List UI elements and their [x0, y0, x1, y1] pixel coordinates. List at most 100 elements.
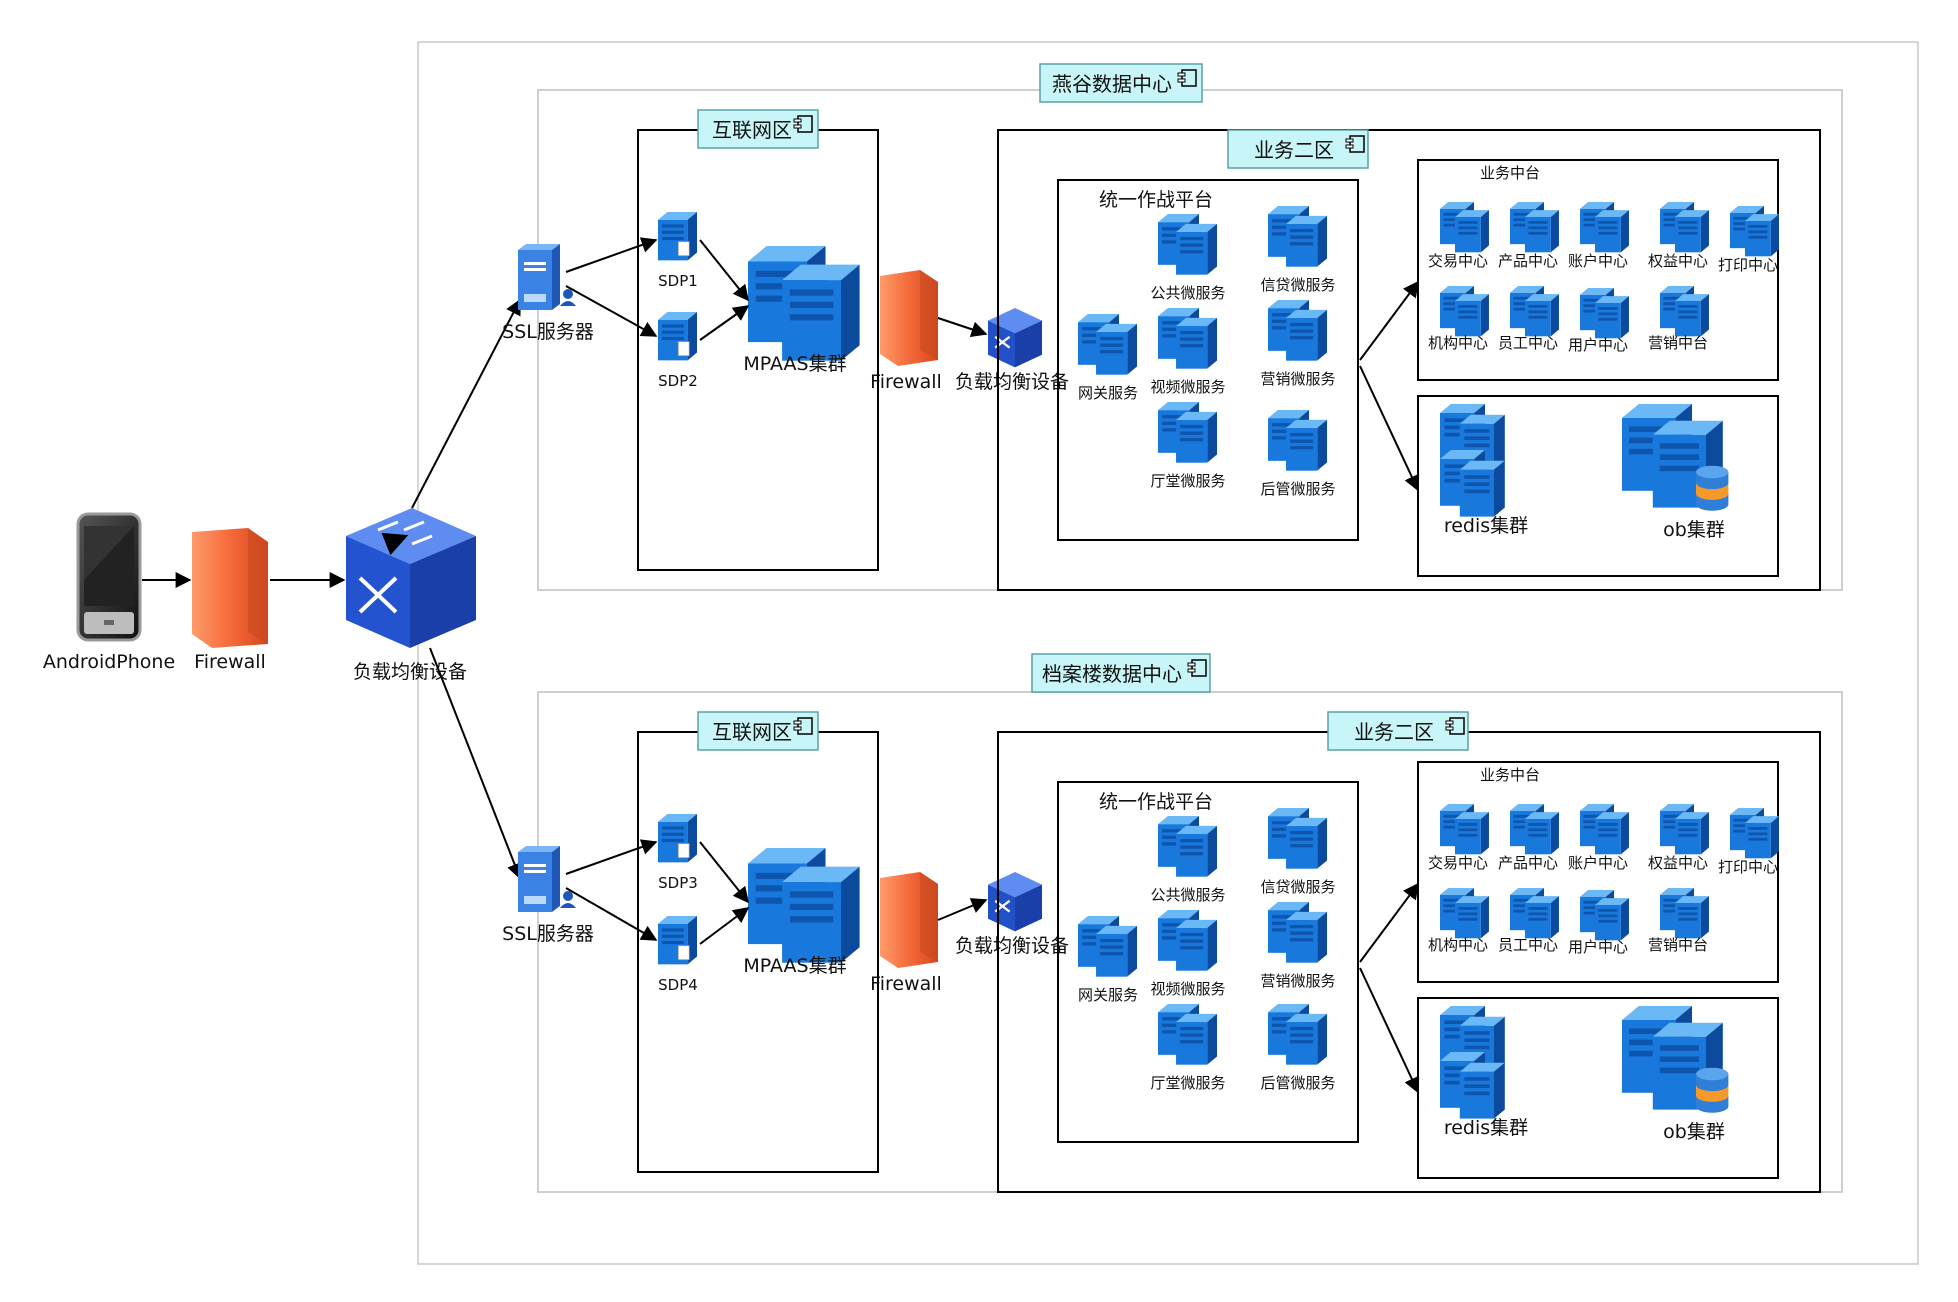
sdp-label: SDP1	[658, 272, 698, 290]
service-label: 厅堂微服务	[1150, 1074, 1225, 1092]
service-label: 公共微服务	[1150, 284, 1225, 302]
mid-service-label: 打印中心	[1718, 858, 1778, 876]
redis-cluster-icon	[1440, 1006, 1505, 1119]
mid-service-icon	[1580, 288, 1629, 338]
redis-cluster-label: redis集群	[1444, 1117, 1528, 1139]
service-label: 营销微服务	[1260, 972, 1335, 990]
sdp-server-icon	[658, 814, 697, 863]
component-icon	[1177, 69, 1197, 87]
service-icon	[1078, 916, 1137, 977]
mid-service-label: 产品中心	[1498, 252, 1558, 270]
service-icon	[1078, 314, 1137, 375]
component-icon	[1345, 135, 1365, 153]
mid-service-label: 营销中台	[1648, 936, 1708, 954]
mid-service-icon	[1730, 808, 1779, 858]
service-icon	[1268, 410, 1327, 471]
mid-service-icon	[1660, 286, 1709, 336]
mid-service-icon	[1440, 804, 1489, 854]
datacenter-danganlou: 档案楼数据中心 互联网区 SSL服务器 SDP3 SDP4 MPAAS集群	[502, 653, 1843, 1193]
service-label: 后管微服务	[1260, 1074, 1335, 1092]
ob-cluster-icon	[1622, 1006, 1729, 1113]
android-phone-label: AndroidPhone	[43, 651, 175, 673]
mid-service-icon	[1730, 206, 1779, 256]
service-label: 营销微服务	[1260, 370, 1335, 388]
service-icon	[1158, 308, 1217, 369]
platform-title: 统一作战平台	[1099, 791, 1213, 813]
firewall-icon	[880, 270, 938, 366]
load-balancer-icon	[986, 306, 1044, 369]
service-icon	[1268, 902, 1327, 963]
service-icon	[1268, 808, 1327, 869]
sdp-label: SDP4	[658, 976, 698, 994]
svg-text:互联网区: 互联网区	[712, 720, 792, 744]
mid-service-icon	[1440, 286, 1489, 336]
mid-service-label: 权益中心	[1648, 252, 1708, 270]
firewall-icon	[880, 872, 938, 968]
internet-zone-title: 互联网区	[697, 109, 819, 149]
component-icon	[793, 115, 813, 133]
mid-service-icon	[1440, 202, 1489, 252]
mid-service-label: 交易中心	[1428, 854, 1488, 872]
service-icon	[1158, 816, 1217, 877]
service-icon	[1158, 1004, 1217, 1065]
mid-service-label: 权益中心	[1648, 854, 1708, 872]
mid-service-label: 用户中心	[1568, 938, 1628, 956]
mid-service-label: 员工中心	[1498, 936, 1558, 954]
client-firewall-icon	[192, 528, 268, 648]
mid-service-icon	[1660, 202, 1709, 252]
client-firewall-label: Firewall	[194, 651, 266, 673]
service-icon	[1158, 910, 1217, 971]
mid-service-label: 机构中心	[1428, 936, 1488, 954]
mid-service-icon	[1510, 888, 1559, 938]
mid-service-label: 用户中心	[1568, 336, 1628, 354]
sdp-label: SDP2	[658, 372, 698, 390]
mid-service-label: 员工中心	[1498, 334, 1558, 352]
datacenter-title-box: 燕谷数据中心	[1039, 63, 1203, 103]
service-icon	[1158, 402, 1217, 463]
service-icon	[1268, 300, 1327, 361]
business-zone-title: 业务二区	[1227, 129, 1369, 169]
mid-service-label: 账户中心	[1568, 252, 1628, 270]
mid-service-icon	[1580, 202, 1629, 252]
platform-title: 统一作战平台	[1099, 189, 1213, 211]
service-label: 厅堂微服务	[1150, 472, 1225, 490]
service-label: 视频微服务	[1150, 980, 1225, 998]
service-icon	[1268, 1004, 1327, 1065]
mid-service-icon	[1510, 202, 1559, 252]
datacenter-title-box: 档案楼数据中心	[1031, 653, 1211, 693]
mid-service-label: 交易中心	[1428, 252, 1488, 270]
redis-cluster-icon	[1440, 404, 1505, 517]
sdp-label: SDP3	[658, 874, 698, 892]
android-phone-icon	[76, 512, 142, 642]
svg-text:燕谷数据中心: 燕谷数据中心	[1052, 72, 1172, 96]
internet-zone-title: 互联网区	[697, 711, 819, 751]
mid-service-icon	[1580, 890, 1629, 940]
ob-cluster-label: ob集群	[1663, 1121, 1725, 1143]
sdp-server-icon	[658, 312, 697, 361]
firewall-label: Firewall	[870, 973, 942, 995]
component-icon	[1445, 717, 1465, 735]
mid-service-label: 营销中台	[1648, 334, 1708, 352]
redis-cluster-label: redis集群	[1444, 515, 1528, 537]
mid-service-icon	[1510, 804, 1559, 854]
mid-service-icon	[1580, 804, 1629, 854]
ssl-server-icon	[518, 244, 576, 310]
component-icon	[793, 717, 813, 735]
mid-platform-title: 业务中台	[1480, 766, 1540, 784]
mid-service-icon	[1660, 888, 1709, 938]
svg-text:互联网区: 互联网区	[712, 118, 792, 142]
mpaas-cluster-icon	[748, 848, 860, 963]
mid-service-icon	[1510, 286, 1559, 336]
mid-service-label: 产品中心	[1498, 854, 1558, 872]
business-zone-title: 业务二区	[1327, 711, 1469, 751]
mpaas-cluster-icon	[748, 246, 860, 361]
service-label: 公共微服务	[1150, 886, 1225, 904]
service-icon	[1158, 214, 1217, 275]
load-balancer-label: 负载均衡设备	[955, 935, 1069, 957]
outer-boundary	[417, 41, 1919, 1265]
ob-cluster-label: ob集群	[1663, 519, 1725, 541]
load-balancer-icon	[986, 870, 1044, 933]
main-load-balancer-icon	[346, 508, 476, 648]
datacenter-yangu: 燕谷数据中心 互联网区 SSL服务器 SDP1 SDP2 MPAAS集群	[502, 63, 1843, 591]
mid-service-label: 机构中心	[1428, 334, 1488, 352]
